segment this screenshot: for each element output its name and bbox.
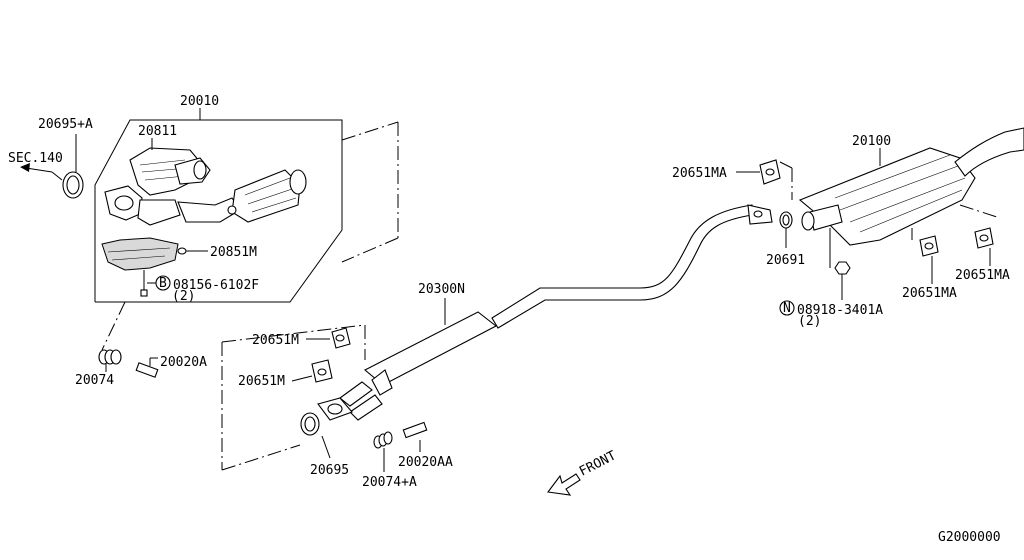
label-bolt-qty: (2) [172,289,195,304]
bolt-20020a [135,357,159,378]
label-diagram-code: G2000000 [938,530,1001,545]
label-20074a: 20074+A [362,475,417,490]
bolt-20020aa [402,421,428,452]
exhaust-manifold [104,157,307,226]
label-nut-letter: N [783,301,791,316]
label-20300n: 20300N [418,282,465,297]
nut-marker-circle [779,300,795,316]
label-20100: 20100 [852,134,891,149]
label-nut-code: 08918-3401A [797,303,883,318]
label-bolt-code: 08156-6102F [173,278,259,293]
nut-08918-3401a [779,228,851,316]
label-20651ma-2: 20651MA [902,286,957,301]
bolt-marker-circle [155,275,171,291]
label-front: FRONT [577,448,619,479]
front-catalyst-group [20,108,399,378]
ring-20691 [779,211,793,248]
intermediate-pipe [491,204,753,329]
group-box-20010 [94,119,343,303]
spring-20074a [373,431,393,472]
label-nut-qty: (2) [798,314,821,329]
tail-pipe [954,127,1024,177]
heat-shield-20851m [101,237,208,271]
rubber-mount-20651ma-3 [974,227,994,266]
sec-140-arrow-icon [20,163,63,181]
rubber-mount-20651m-2 [291,359,333,383]
label-20851m: 20851M [210,245,257,260]
gasket-20695 [300,412,331,459]
front-direction-arrow-icon [546,473,581,496]
label-20695: 20695 [310,463,349,478]
rear-muffler-group [736,127,1024,316]
bolt-08156-6102f [140,270,171,297]
label-bolt-letter: B [159,276,167,291]
label-20010: 20010 [180,94,219,109]
spring-20074 [98,349,122,372]
label-20695a: 20695+A [38,117,93,132]
center-muffler-group [221,204,773,472]
label-20074: 20074 [75,373,114,388]
label-20020a: 20020A [160,355,207,370]
label-20651m-1: 20651M [252,333,299,348]
label-sec-140: SEC.140 [8,151,63,166]
rear-muffler-20100 [798,147,976,246]
gasket-20695a [62,134,84,199]
label-20651ma-3: 20651MA [955,268,1010,283]
label-20691: 20691 [766,253,805,268]
label-20020aa: 20020AA [398,455,453,470]
label-20811: 20811 [138,124,177,139]
label-20651m-2: 20651M [238,374,285,389]
rubber-mount-20651ma-1 [736,159,781,185]
rubber-mount-20651ma-2 [919,235,939,284]
label-20651ma-1: 20651MA [672,166,727,181]
rubber-mount-20651m-1 [306,327,351,349]
